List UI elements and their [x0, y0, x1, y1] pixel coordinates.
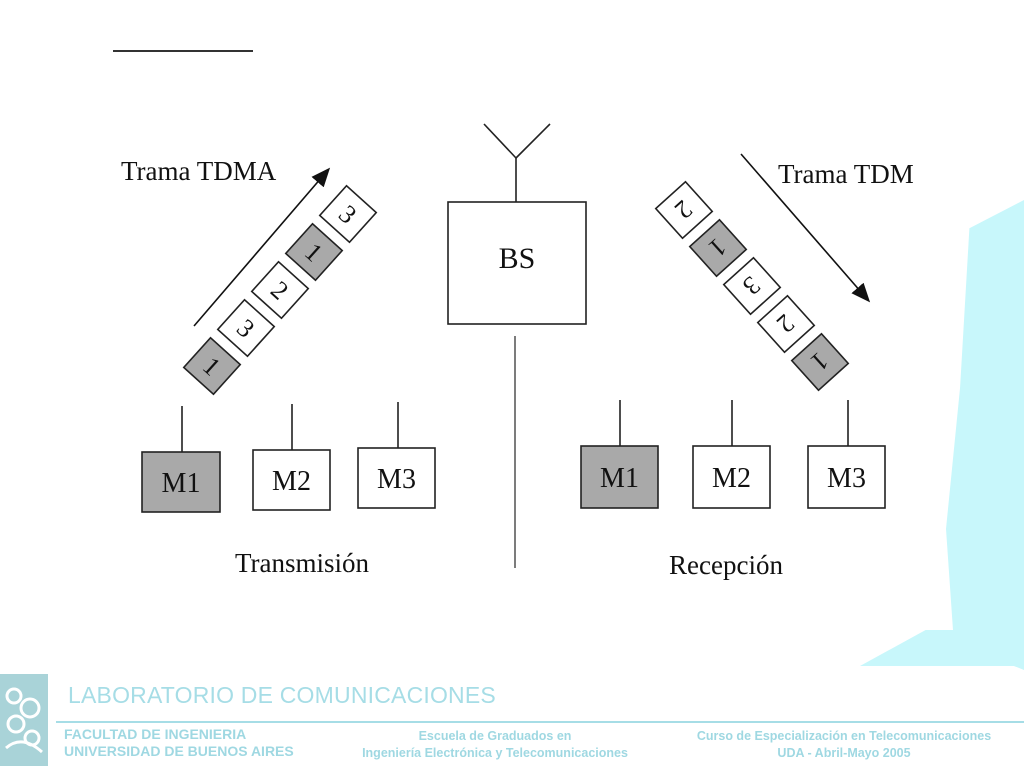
university-name: UNIVERSIDAD DE BUENOS AIRES — [64, 743, 294, 759]
tdma-frame-label: Trama TDMA — [121, 156, 277, 186]
rx-mobile-m1: M1 — [580, 400, 659, 509]
tdm-slot-box — [756, 294, 816, 354]
tdma-slot-box — [182, 336, 242, 396]
antenna-icon — [483, 123, 551, 202]
reception-caption: Recepción — [669, 550, 783, 580]
tdm-slot-box — [790, 332, 850, 392]
rx-mobiles: M1 M2 M3 — [580, 400, 886, 509]
mobile-box — [807, 445, 886, 509]
transmission-caption: Transmisión — [235, 548, 370, 578]
tdm-slot: 1 — [790, 332, 850, 392]
mobile-label: M2 — [272, 466, 311, 497]
footer-rule — [56, 721, 1024, 723]
tx-mobiles: M1 M2 M3 — [141, 402, 436, 513]
mobile-box — [357, 447, 436, 509]
base-station-label: BS — [499, 242, 536, 275]
tdm-slot: 1 — [688, 218, 748, 278]
tdma-slot-box — [250, 260, 310, 320]
faculty-name: FACULTAD DE INGENIERIA — [64, 726, 247, 742]
tdma-slot: 2 — [250, 260, 310, 320]
tdm-arrow — [740, 153, 871, 303]
tdma-slot: 3 — [318, 184, 378, 244]
tx-mobile-m2: M2 — [252, 404, 331, 511]
lab-title: LABORATORIO DE COMUNICACIONES — [68, 682, 496, 708]
mobile-label: M3 — [827, 463, 866, 494]
tdm-slot: 3 — [722, 256, 782, 316]
tx-mobile-m1: M1 — [141, 406, 221, 513]
course-info: Curso de Especialización en Telecomunica… — [672, 728, 1016, 762]
mobile-label: M2 — [712, 463, 751, 494]
school-line-2: Ingeniería Electrónica y Telecomunicacio… — [362, 746, 628, 760]
logo-swirl-icon — [5, 687, 44, 754]
tdm-slot-box — [688, 218, 748, 278]
footer: LABORATORIO DE COMUNICACIONES FACULTAD D… — [0, 672, 1024, 768]
tdma-slot: 1 — [284, 222, 344, 282]
tdma-slot-box — [318, 184, 378, 244]
mobile-label: M1 — [600, 463, 639, 494]
tdm-slot-box — [654, 180, 714, 240]
tdm-slot: 2 — [654, 180, 714, 240]
course-line-1: Curso de Especialización en Telecomunica… — [696, 729, 992, 743]
tdma-slot-box — [284, 222, 344, 282]
mobile-box — [580, 445, 659, 509]
school-line-1: Escuela de Graduados en — [418, 729, 572, 743]
mobile-box — [692, 445, 771, 509]
mobile-box — [141, 451, 221, 513]
university-logo — [0, 674, 48, 766]
school-info: Escuela de Graduados en Ingeniería Elect… — [340, 728, 650, 762]
rx-mobile-m2: M2 — [692, 400, 771, 509]
tdm-frame-label: Trama TDM — [778, 159, 914, 189]
tx-mobile-m3: M3 — [357, 402, 436, 509]
mobile-box — [252, 449, 331, 511]
top-rule — [113, 50, 253, 52]
tdma-arrow — [193, 167, 331, 327]
base-station-box — [447, 201, 587, 325]
mobile-label: M3 — [377, 464, 416, 495]
tdma-slot: 3 — [216, 298, 276, 358]
tdm-slot-box — [722, 256, 782, 316]
tdm-slot: 2 — [756, 294, 816, 354]
faculty-info: FACULTAD DE INGENIERIA UNIVERSIDAD DE BU… — [64, 726, 294, 760]
mobile-label: M1 — [162, 468, 201, 499]
rx-mobile-m3: M3 — [807, 400, 886, 509]
tdma-slot-box — [216, 298, 276, 358]
course-line-2: UDA - Abril-Mayo 2005 — [777, 746, 911, 760]
tdma-slot: 1 — [182, 336, 242, 396]
